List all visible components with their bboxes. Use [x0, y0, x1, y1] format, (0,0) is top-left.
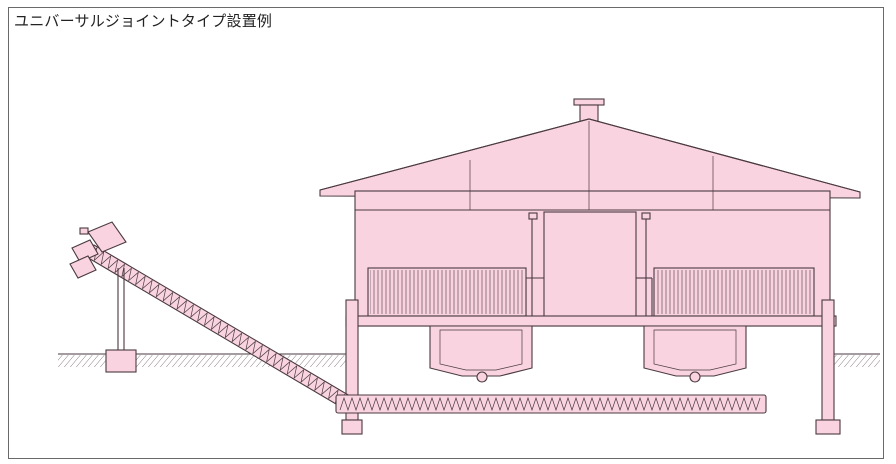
roof — [319, 118, 861, 199]
inclined-auger — [78, 243, 352, 405]
support-base — [105, 349, 137, 373]
ground-right — [826, 353, 880, 367]
post-right — [636, 212, 653, 316]
column-right — [821, 299, 835, 421]
hopper-left — [429, 325, 533, 383]
diagram-caption: ユニバーサルジョイントタイプ設置例 — [14, 12, 273, 30]
ground-left — [58, 353, 350, 367]
footing-left — [341, 419, 363, 435]
ventilator-cap — [573, 98, 605, 106]
horizontal-auger — [335, 394, 767, 414]
center-door — [543, 211, 637, 325]
barn — [319, 98, 861, 435]
footing-right — [815, 419, 841, 435]
hopper-right — [643, 325, 747, 383]
motor-unit — [69, 221, 137, 373]
floor-slab — [345, 315, 837, 327]
